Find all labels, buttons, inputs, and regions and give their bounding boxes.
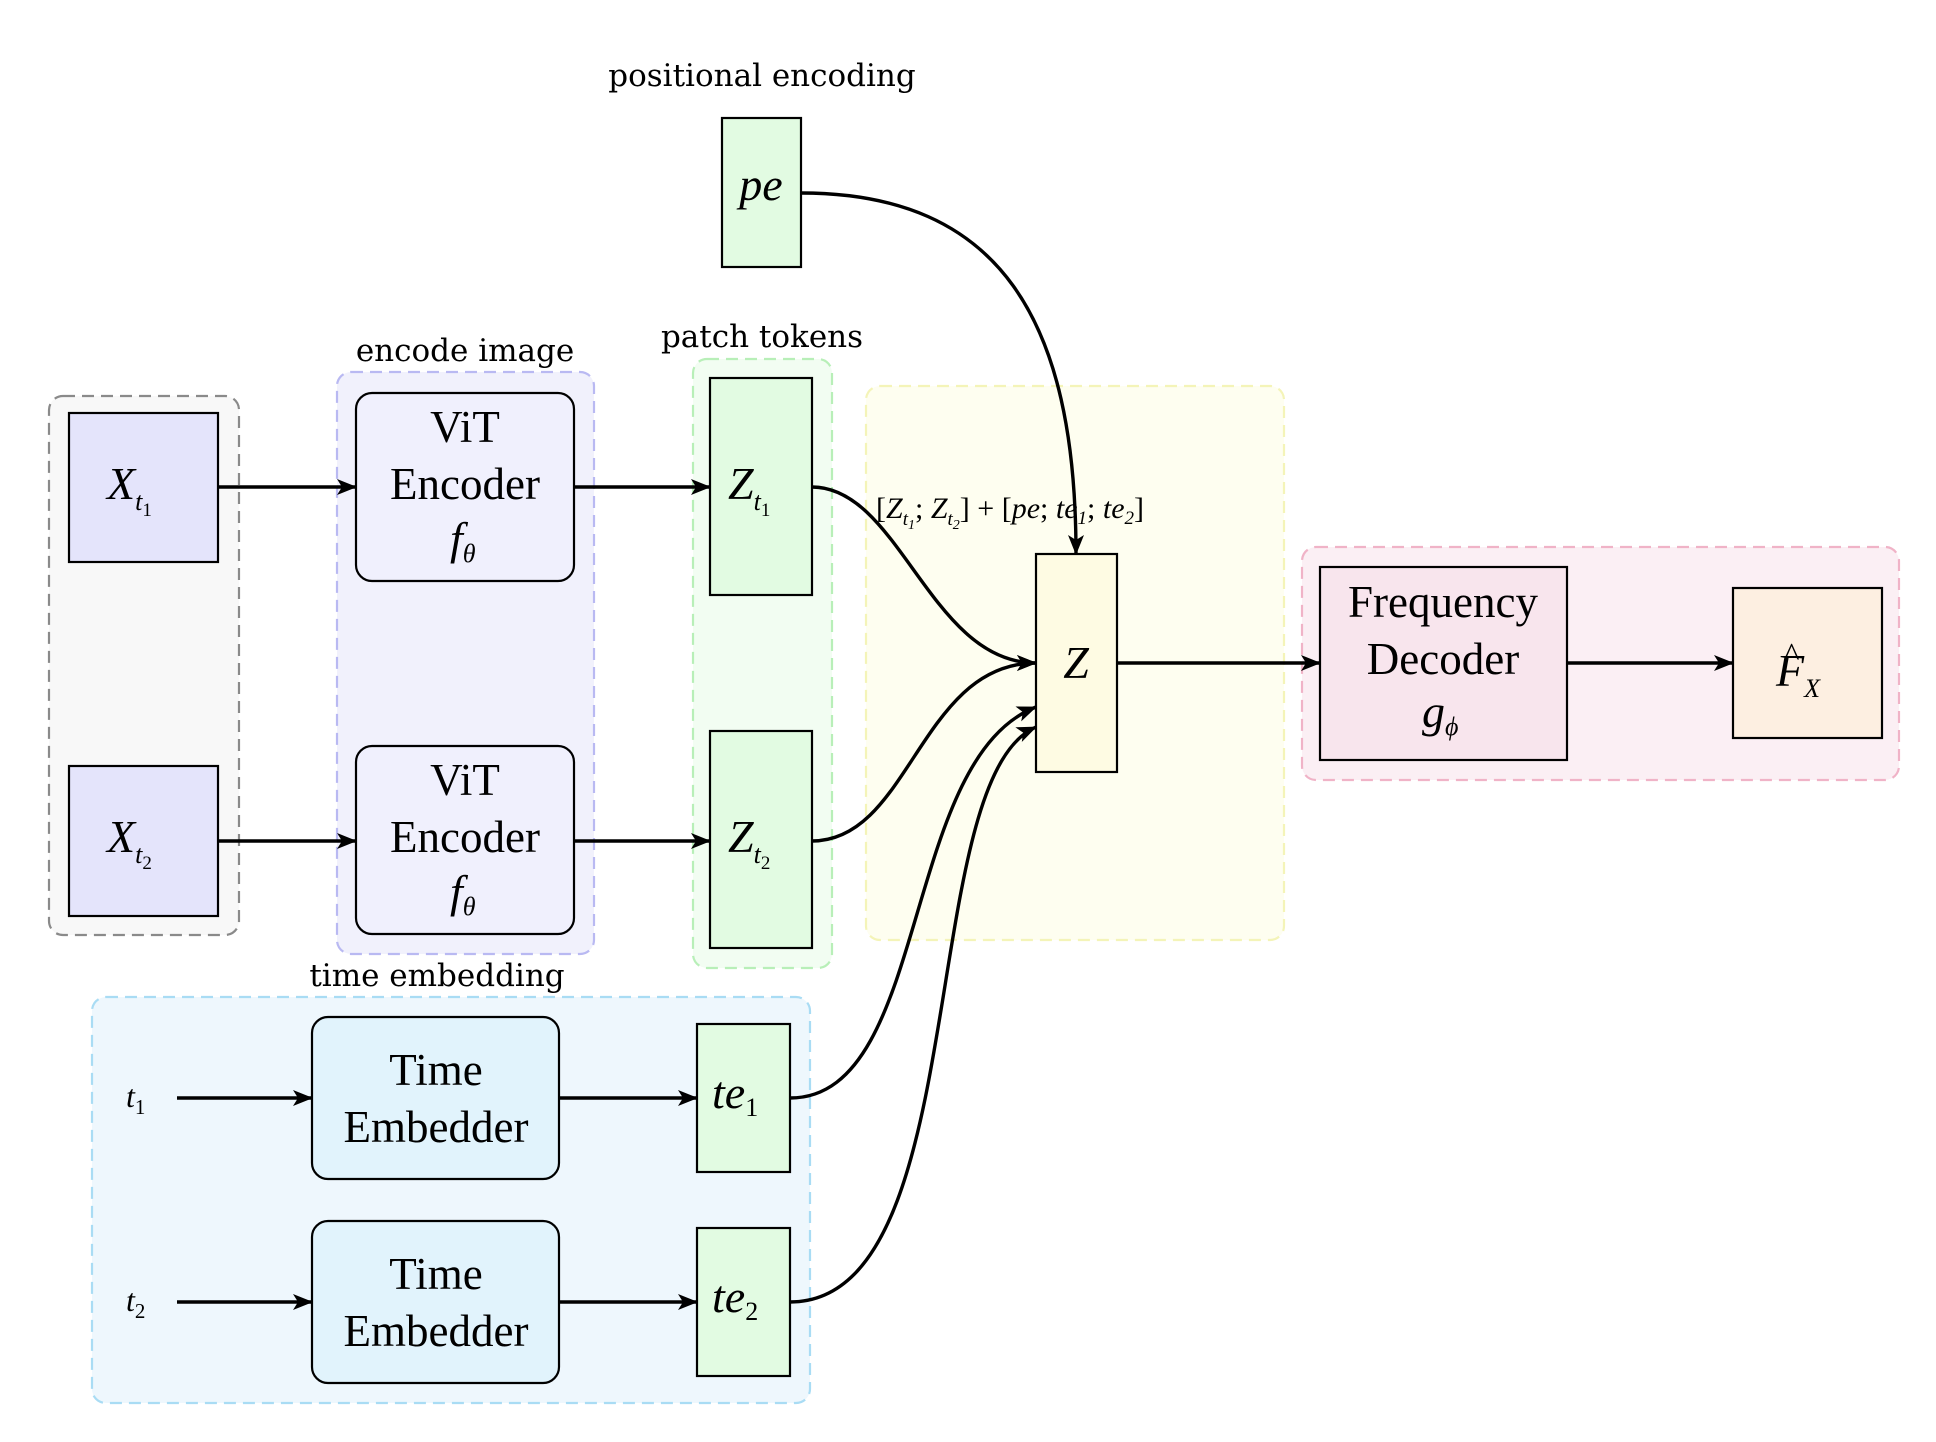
vit-encoder-1-line1: ViT bbox=[430, 402, 500, 452]
edge-te1-z bbox=[789, 705, 1037, 1100]
z-t2-node bbox=[708, 729, 814, 950]
time-embedder-1-line2: Embedder bbox=[344, 1102, 529, 1152]
time-embedder-2-node bbox=[310, 1219, 561, 1385]
z-label: Z bbox=[1063, 637, 1089, 688]
encode-image-label: encode image bbox=[356, 333, 574, 369]
edge-z1-z bbox=[811, 485, 1037, 671]
z-t1-node bbox=[708, 376, 814, 597]
patch-tokens-label: patch tokens bbox=[661, 319, 863, 355]
edge-pe-z bbox=[800, 191, 1084, 555]
frequency-decoder-line2: Decoder bbox=[1367, 634, 1519, 684]
t1-label: t1 bbox=[126, 1078, 145, 1119]
te1-node bbox=[695, 1022, 792, 1174]
time-embedder-2-line1: Time bbox=[389, 1249, 482, 1299]
vit-encoder-2-line1: ViT bbox=[430, 755, 500, 805]
edge-z2-z bbox=[811, 655, 1037, 843]
z-t2-label: Zt2 bbox=[728, 811, 770, 874]
edge-te2-z bbox=[789, 725, 1037, 1304]
time-embedder-2-line2: Embedder bbox=[344, 1306, 529, 1356]
vit-encoder-1-line2: Encoder bbox=[390, 459, 540, 509]
x-t2-node bbox=[67, 764, 220, 918]
t2-label: t2 bbox=[126, 1282, 145, 1323]
concat-formula: [Zt1; Zt2] + [pe; te1; te2] bbox=[876, 492, 1144, 533]
vit-encoder-2-line2: Encoder bbox=[390, 812, 540, 862]
z-node bbox=[1034, 552, 1119, 774]
positional-encoding-label: positional encoding bbox=[608, 58, 916, 94]
x-t1-label: Xt1 bbox=[105, 458, 152, 521]
frequency-decoder-node bbox=[1318, 565, 1569, 762]
x-t1-node bbox=[67, 411, 220, 564]
x-t2-label: Xt2 bbox=[105, 811, 152, 874]
time-embedder-1-node bbox=[310, 1015, 561, 1181]
output-hat: ^ bbox=[1783, 637, 1800, 674]
time-embedding-label: time embedding bbox=[309, 958, 564, 994]
frequency-decoder-symbol: gϕ bbox=[1422, 686, 1458, 741]
vit-encoder-1-node bbox=[354, 391, 576, 583]
te2-label: te2 bbox=[712, 1271, 758, 1326]
te1-label: te1 bbox=[712, 1067, 758, 1122]
output-node bbox=[1731, 586, 1884, 740]
te2-node bbox=[695, 1226, 792, 1378]
pe-node bbox=[720, 116, 803, 269]
vit-encoder-2-node bbox=[354, 744, 576, 936]
output-label: FX bbox=[1775, 645, 1821, 703]
pe-label: pe bbox=[736, 159, 782, 210]
z-t1-label: Zt1 bbox=[728, 458, 770, 521]
frequency-decoder-line1: Frequency bbox=[1348, 577, 1538, 627]
time-embedder-1-line1: Time bbox=[389, 1045, 482, 1095]
